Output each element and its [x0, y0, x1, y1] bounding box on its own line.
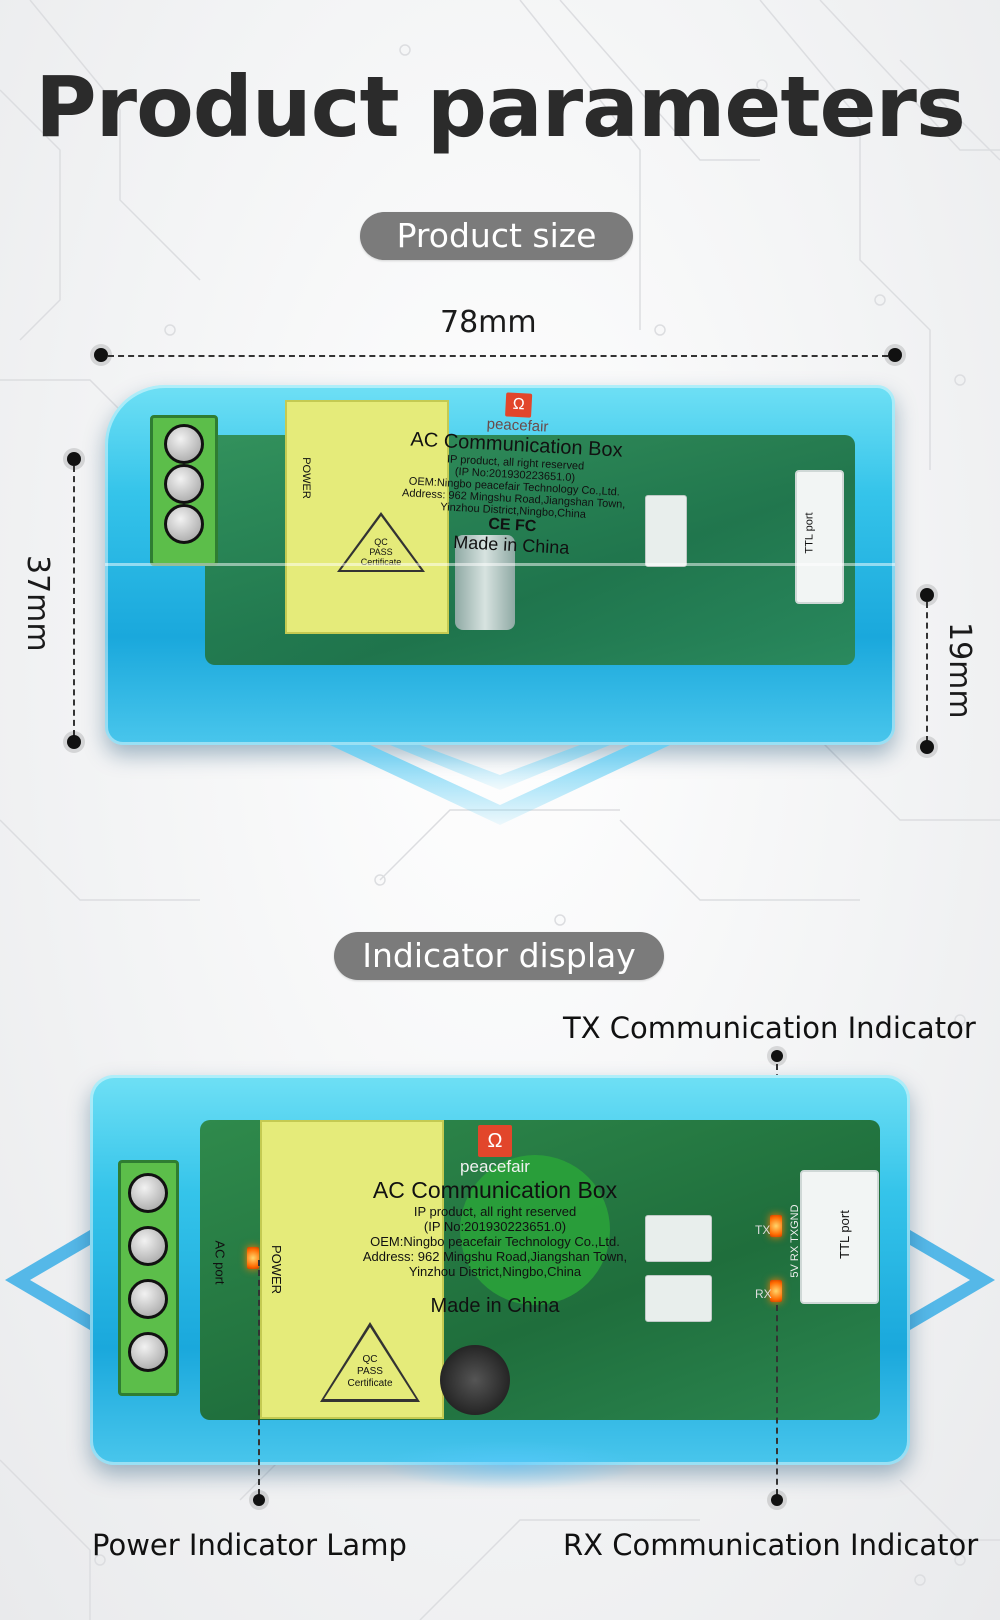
terminal-screw-icon: [164, 464, 204, 504]
ac-port-label: AC port: [212, 1240, 228, 1285]
terminal-screw-icon: [164, 504, 204, 544]
optocoupler-chip: [645, 495, 687, 567]
left-chevron-icon: [5, 1230, 90, 1330]
ttl-port-connector: TTL port: [800, 1170, 879, 1304]
power-indicator-label: Power Indicator Lamp: [92, 1528, 407, 1562]
device-top-view: AC port POWER QC PASS Certificate TX RX …: [90, 1075, 910, 1465]
length-dimension-line: [108, 355, 888, 357]
label-line-4: Address: 962 Mingshu Road,Jiangshan Town…: [362, 1249, 628, 1264]
rx-callout-line: [776, 1305, 778, 1495]
rx-indicator-led: [770, 1280, 782, 1302]
label-line-5: Yinzhou District,Ningbo,China: [408, 1264, 582, 1279]
qc-top: QC: [374, 537, 388, 547]
tx-indicator-led: [770, 1215, 782, 1237]
green-inductor: [460, 1155, 610, 1305]
length-dimension-start-dot: [94, 348, 108, 362]
rx-callout-dot: [771, 1494, 783, 1506]
thickness-dimension-line: [926, 602, 928, 742]
power-callout-dot: [253, 1494, 265, 1506]
height-dimension-end-dot: [67, 735, 81, 749]
device-label-print: Ω peacefair AC Communication Box IP prod…: [335, 1125, 655, 1318]
qc-bottom: Certificate: [360, 557, 402, 567]
tx-indicator-label: TX Communication Indicator: [563, 1011, 976, 1045]
thickness-dimension-end-dot: [920, 740, 934, 754]
ttl-port-connector: TTL port: [795, 470, 844, 604]
qc-mid: PASS: [369, 547, 393, 557]
length-dimension-end-dot: [888, 348, 902, 362]
product-size-heading: Product size: [360, 212, 633, 260]
peacefair-logo-icon: Ω: [478, 1125, 512, 1157]
thickness-dimension-start-dot: [920, 588, 934, 602]
optocoupler-chip-rx: [645, 1275, 712, 1322]
qc-top: QC: [362, 1354, 378, 1365]
qc-mid: PASS: [357, 1366, 383, 1377]
label-line-3: OEM:Ningbo peacefair Technology Co.,Ltd.: [370, 1234, 620, 1249]
made-in-label: Made in China: [430, 1295, 560, 1317]
electrolytic-capacitor: [440, 1345, 510, 1415]
height-dimension-line: [73, 466, 75, 736]
terminal-screw-icon: [128, 1226, 168, 1266]
right-chevron-icon: [910, 1230, 995, 1330]
electrolytic-capacitor: [455, 535, 515, 630]
label-line-1: IP product, all right reserved: [413, 1204, 577, 1219]
page-title: Product parameters: [35, 58, 966, 156]
indicator-display-heading: Indicator display: [334, 932, 664, 980]
ttl-port-label: TTL port: [836, 1210, 852, 1259]
rx-indicator-label: RX Communication Indicator: [563, 1528, 979, 1562]
power-mark: POWER: [269, 1244, 285, 1295]
power-callout-line: [258, 1260, 260, 1495]
bottom-glow: [380, 1440, 640, 1490]
power-indicator-led: [247, 1247, 259, 1269]
terminal-block: [118, 1160, 179, 1396]
rx-mark: RX: [755, 1287, 772, 1301]
terminal-screw-icon: [164, 424, 204, 464]
ttl-port-label: TTL port: [803, 512, 816, 554]
length-dimension-label: 78mm: [440, 305, 537, 340]
brand-name: peacefair: [460, 1157, 530, 1176]
product-name: AC Communication Box: [372, 1177, 618, 1203]
terminal-block: [150, 415, 218, 566]
device-angled-view: POWER QC PASS Certificate TTL port Ω pea…: [105, 375, 895, 750]
tx-callout-dot: [771, 1050, 783, 1062]
terminal-screw-icon: [128, 1332, 168, 1372]
optocoupler-chip-tx: [645, 1215, 712, 1262]
case-seam: [105, 563, 895, 566]
terminal-screw-icon: [128, 1279, 168, 1319]
power-mark: POWER: [299, 457, 312, 499]
height-dimension-label: 37mm: [20, 555, 55, 652]
label-line-2: (IP No:201930223651.0): [423, 1219, 567, 1234]
peacefair-logo-icon: Ω: [505, 392, 533, 418]
x2-capacitor: POWER QC PASS Certificate: [285, 400, 449, 634]
chevron-glow-icon: [330, 745, 670, 825]
thickness-dimension-label: 19mm: [942, 622, 977, 719]
x2-capacitor: POWER QC PASS Certificate: [260, 1120, 444, 1419]
height-dimension-start-dot: [67, 452, 81, 466]
qc-bottom: Certificate: [347, 1378, 393, 1389]
terminal-screw-icon: [128, 1173, 168, 1213]
tx-mark: TX: [755, 1223, 771, 1237]
device-label-print: Ω peacefair AC Communication Box IP prod…: [341, 384, 689, 565]
